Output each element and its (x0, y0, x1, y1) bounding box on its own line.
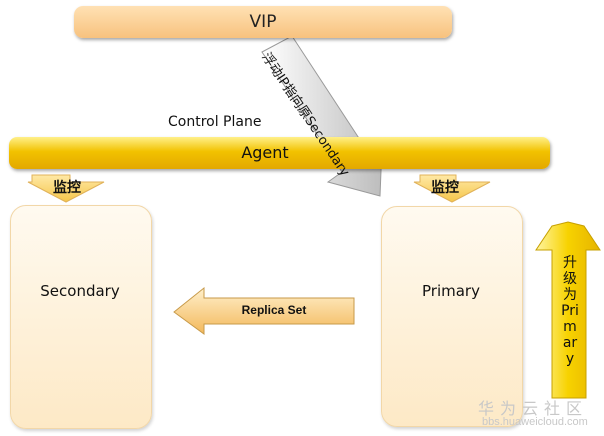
upgrade-arrow (535, 221, 601, 399)
upgrade-text: 升 级 为 Pri m ar y (556, 255, 584, 367)
floating-ip-text-wrap: 浮动IP指向原Secondary (258, 38, 366, 179)
upgrade-text-line: 为 (563, 287, 577, 303)
agent-bar (9, 137, 550, 169)
secondary-label: Secondary (40, 282, 120, 300)
upgrade-text-line: m (563, 319, 577, 335)
vip-bar (74, 6, 452, 38)
secondary-node (10, 205, 152, 429)
watermark-url: bbs.huaweicloud.com (482, 416, 588, 428)
primary-label: Primary (422, 282, 480, 300)
vip-label: VIP (249, 12, 277, 32)
monitor-label-left: 监控 (53, 180, 81, 196)
upgrade-text-line: Pri (561, 303, 579, 319)
control-plane-label: Control Plane (168, 114, 262, 130)
replica-set-arrow (173, 286, 355, 335)
agent-label: Agent (241, 143, 289, 162)
upgrade-text-line: ar (562, 335, 578, 351)
upgrade-text-line: 升 (563, 255, 577, 271)
replica-set-label: Replica Set (241, 303, 307, 317)
monitor-arrow-left (27, 174, 105, 203)
primary-node (381, 206, 523, 427)
upgrade-text-line: y (565, 351, 575, 367)
monitor-arrow-right (413, 174, 491, 203)
floating-ip-text: 浮动IP指向原Secondary (258, 50, 353, 180)
watermark-cn: 华为云社区 (478, 399, 589, 418)
monitor-label-right: 监控 (431, 180, 459, 196)
upgrade-text-line: 级 (563, 271, 577, 287)
